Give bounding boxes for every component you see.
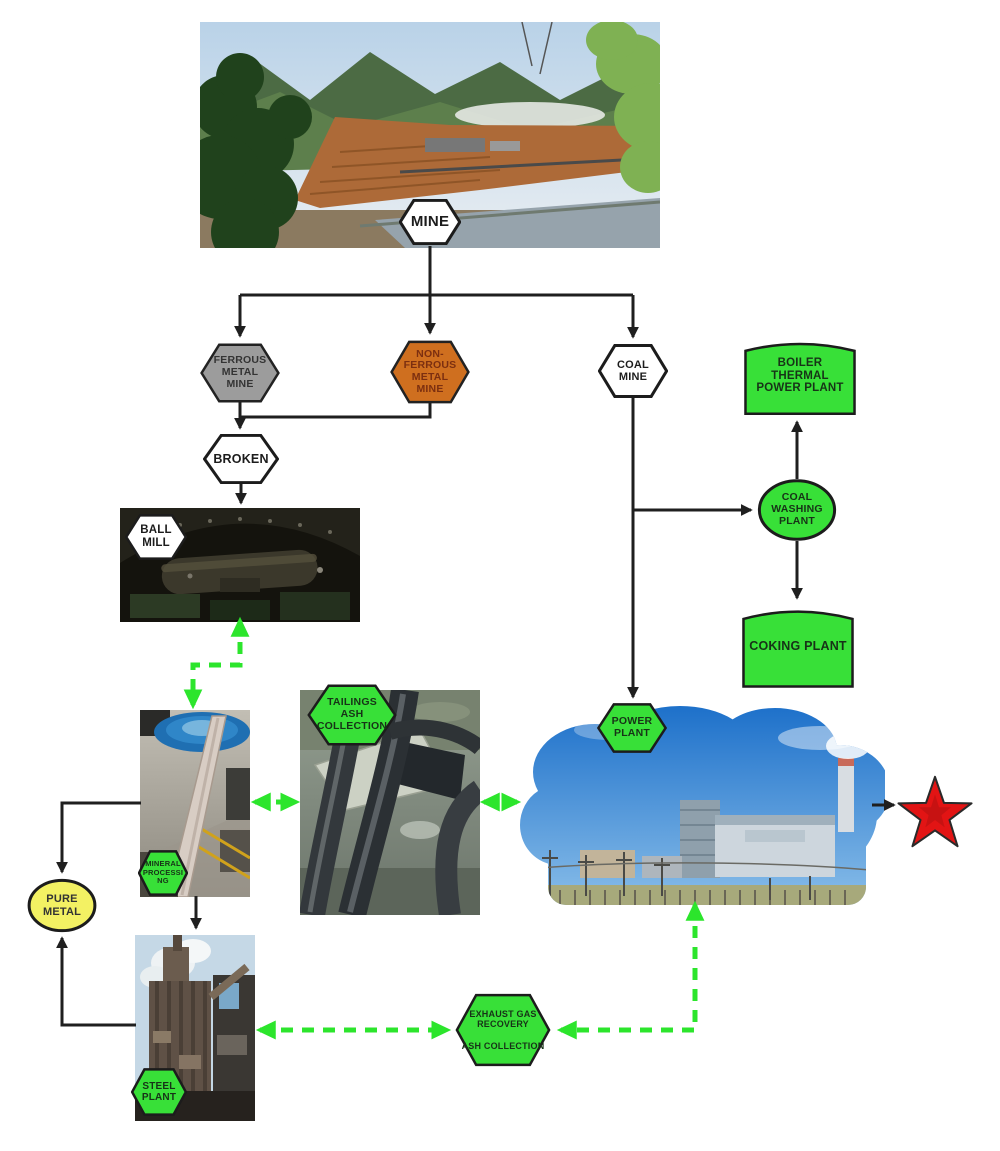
node-label: NON- FERROUS METAL MINE (403, 347, 457, 395)
hexagon-shape (597, 703, 667, 753)
power-plant-photo (520, 700, 885, 912)
hexagon-shape (200, 343, 280, 403)
hexagon-shape (125, 514, 187, 560)
node-label: COKING PLANT (749, 639, 847, 653)
hexagon-shape (203, 434, 279, 484)
ellipse-shape (27, 878, 97, 933)
node-label: FERROUS METAL MINE (213, 354, 267, 390)
red-star-icon (895, 773, 975, 851)
node-label: PURE METAL (42, 893, 82, 918)
dome-shape (740, 603, 856, 689)
hexagon-shape (131, 1068, 187, 1116)
node-label: MINERAL PROCESSI NG (142, 859, 184, 886)
node-label: TAILINGS ASH COLLECTION (316, 696, 388, 732)
node-label: COAL WASHING PLANT (771, 491, 823, 527)
node-pure-metal: PURE METAL (27, 878, 97, 933)
edge-powerplant-exhaust (556, 900, 705, 1040)
node-label-top: EXHAUST GAS RECOVERY (469, 1008, 537, 1029)
ellipse-shape (757, 478, 837, 542)
node-tailings-ash-collection: TAILINGS ASH COLLECTION (307, 684, 397, 746)
node-power-plant: POWER PLANT (597, 703, 667, 753)
hexagon-shape (399, 199, 461, 245)
node-ferrous-metal-mine: FERROUS METAL MINE (200, 343, 280, 403)
hexagon-shape (390, 340, 470, 404)
hexagon-shape (307, 684, 397, 746)
node-label: BROKEN (213, 452, 269, 466)
node-label: BOILER THERMAL POWER PLANT (756, 356, 844, 395)
node-mineral-processing: MINERAL PROCESSI NG (138, 850, 188, 896)
node-label: MINE (410, 212, 450, 230)
dome-shape (742, 336, 858, 416)
edge-steel-puremetal (56, 936, 136, 1027)
node-coal-mine: COAL MINE (598, 344, 668, 398)
hexagon-shape (455, 993, 551, 1067)
edge-ballmill-mineral (183, 616, 250, 710)
node-label: COAL MINE (617, 358, 649, 383)
node-coal-washing-plant: COAL WASHING PLANT (757, 478, 837, 542)
node-coking-plant: COKING PLANT (740, 603, 856, 689)
node-label: POWER PLANT (611, 715, 653, 739)
node-mine: MINE (399, 199, 461, 245)
node-broken: BROKEN (203, 434, 279, 484)
edge-mine-branch (240, 246, 633, 297)
node-label: STEEL PLANT (141, 1080, 177, 1103)
node-exhaust-gas-recovery: EXHAUST GAS RECOVERY ASH COLLECTION (455, 993, 551, 1067)
node-label: BALL MILL (140, 524, 172, 549)
hexagon-shape (598, 344, 668, 398)
node-non-ferrous-metal-mine: NON- FERROUS METAL MINE (390, 340, 470, 404)
edge-metal-join (238, 402, 432, 419)
hexagon-shape (138, 850, 188, 896)
node-boiler-thermal-power-plant: BOILER THERMAL POWER PLANT (742, 336, 858, 416)
node-label-bottom: ASH COLLECTION (461, 1041, 545, 1052)
node-steel-plant: STEEL PLANT (131, 1068, 187, 1116)
edge-mineral-puremetal (56, 801, 141, 874)
node-ball-mill: BALL MILL (125, 514, 187, 560)
